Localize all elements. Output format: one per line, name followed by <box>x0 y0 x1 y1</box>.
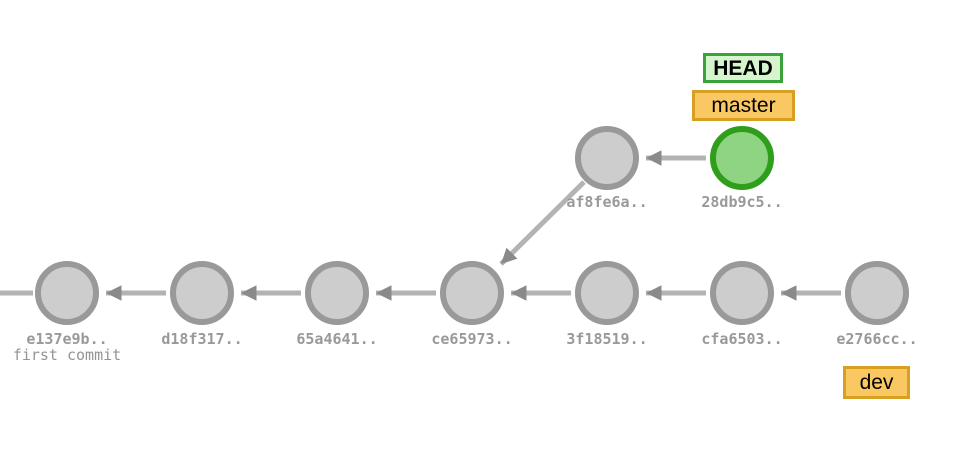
commit-hash-label: e137e9b.. <box>26 330 107 348</box>
branch-label-dev: dev <box>843 366 910 399</box>
commit-node-ce65973 <box>440 261 504 325</box>
commit-node-28db9c5-head <box>710 126 774 190</box>
commit-node-3f18519 <box>575 261 639 325</box>
commit-node-d18f317 <box>170 261 234 325</box>
commit-hash-label: cfa6503.. <box>701 330 782 348</box>
edge-af8fe6a-ce65973 <box>499 180 586 266</box>
commit-hash-label: d18f317.. <box>161 330 242 348</box>
commit-hash-label: ce65973.. <box>431 330 512 348</box>
commit-labels: e137e9b.. first commit d18f317.. 65a4641… <box>13 193 918 364</box>
commit-node-65a4641 <box>305 261 369 325</box>
commit-hash-label: 65a4641.. <box>296 330 377 348</box>
head-ref-label: HEAD <box>703 53 783 83</box>
commit-nodes <box>35 126 909 325</box>
commit-node-af8fe6a <box>575 126 639 190</box>
commit-node-e137e9b <box>35 261 99 325</box>
branch-label-master: master <box>692 90 795 121</box>
commit-edges <box>0 150 841 301</box>
commit-hash-label: 28db9c5.. <box>701 193 782 211</box>
commit-hash-label: e2766cc.. <box>836 330 917 348</box>
commit-node-e2766cc <box>845 261 909 325</box>
commit-hash-label: 3f18519.. <box>566 330 647 348</box>
commit-hash-label: af8fe6a.. <box>566 193 647 211</box>
commit-node-cfa6503 <box>710 261 774 325</box>
commit-message-label: first commit <box>13 346 121 364</box>
